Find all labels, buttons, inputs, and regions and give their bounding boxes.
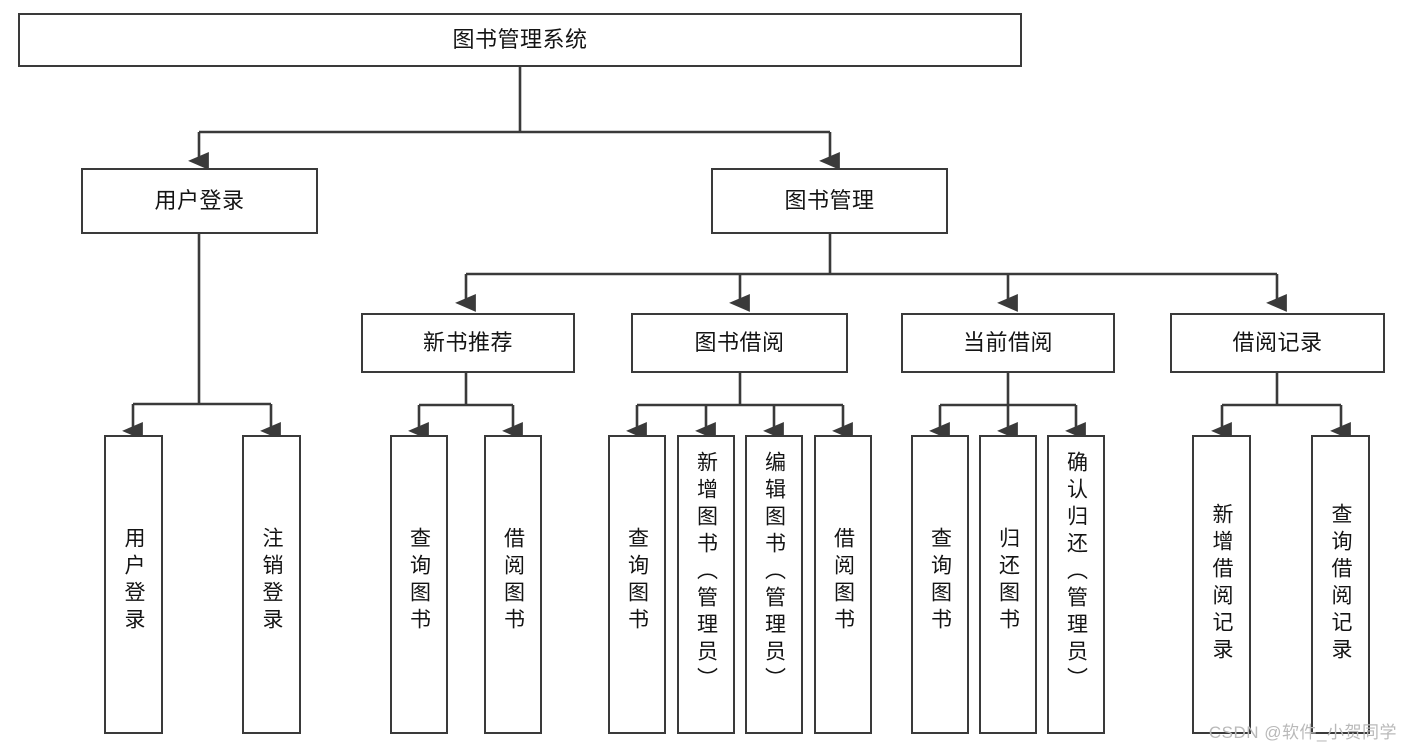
- node-new-book-recommend-label: 新书推荐: [422, 330, 513, 356]
- node-leaf-query-borrow-record[interactable]: 查询借阅记录: [1311, 435, 1370, 734]
- node-leaf-query-book-a[interactable]: 查询图书: [390, 435, 448, 734]
- node-leaf-query-book-b-label: 查询图书: [625, 527, 649, 635]
- node-leaf-query-book-a-label: 查询图书: [407, 527, 431, 635]
- node-user-login[interactable]: 用户登录: [81, 168, 318, 234]
- node-borrow-record-label: 借阅记录: [1232, 330, 1323, 356]
- node-book-borrow-label: 图书借阅: [694, 330, 785, 356]
- csdn-watermark: CSDN @软件_小贺同学: [1208, 723, 1397, 742]
- node-book-manage-label: 图书管理: [784, 188, 875, 214]
- node-leaf-user-login-label: 用户登录: [122, 527, 145, 635]
- node-leaf-add-borrow-record-label: 新增借阅记录: [1210, 503, 1233, 665]
- node-leaf-confirm-return[interactable]: 确认归还（管理员）: [1047, 435, 1105, 734]
- node-leaf-borrow-book-a-label: 借阅图书: [501, 527, 525, 635]
- node-leaf-borrow-book-b-label: 借阅图书: [831, 527, 855, 635]
- node-leaf-query-book-c[interactable]: 查询图书: [911, 435, 969, 734]
- node-new-book-recommend[interactable]: 新书推荐: [361, 313, 575, 373]
- node-leaf-return-book[interactable]: 归还图书: [979, 435, 1037, 734]
- node-borrow-record[interactable]: 借阅记录: [1170, 313, 1385, 373]
- node-current-borrow[interactable]: 当前借阅: [901, 313, 1115, 373]
- node-leaf-edit-book[interactable]: 编辑图书（管理员）: [745, 435, 803, 734]
- node-leaf-return-book-label: 归还图书: [996, 527, 1020, 635]
- node-root-label: 图书管理系统: [452, 27, 588, 53]
- node-leaf-borrow-book-b[interactable]: 借阅图书: [814, 435, 872, 734]
- node-leaf-confirm-return-label: 确认归还（管理员）: [1064, 451, 1088, 694]
- node-current-borrow-label: 当前借阅: [962, 330, 1053, 356]
- node-leaf-add-borrow-record[interactable]: 新增借阅记录: [1192, 435, 1251, 734]
- node-leaf-logout-label: 注销登录: [260, 527, 283, 635]
- node-book-manage[interactable]: 图书管理: [711, 168, 948, 234]
- node-book-borrow[interactable]: 图书借阅: [631, 313, 848, 373]
- node-leaf-query-book-c-label: 查询图书: [928, 527, 952, 635]
- node-leaf-query-borrow-record-label: 查询借阅记录: [1329, 503, 1352, 665]
- node-leaf-logout[interactable]: 注销登录: [242, 435, 301, 734]
- node-leaf-user-login[interactable]: 用户登录: [104, 435, 163, 734]
- node-leaf-edit-book-label: 编辑图书（管理员）: [762, 451, 786, 694]
- node-leaf-add-book-label: 新增图书（管理员）: [694, 451, 718, 694]
- node-user-login-label: 用户登录: [154, 188, 245, 214]
- node-leaf-query-book-b[interactable]: 查询图书: [608, 435, 666, 734]
- node-root[interactable]: 图书管理系统: [18, 13, 1022, 67]
- node-leaf-add-book[interactable]: 新增图书（管理员）: [677, 435, 735, 734]
- node-leaf-borrow-book-a[interactable]: 借阅图书: [484, 435, 542, 734]
